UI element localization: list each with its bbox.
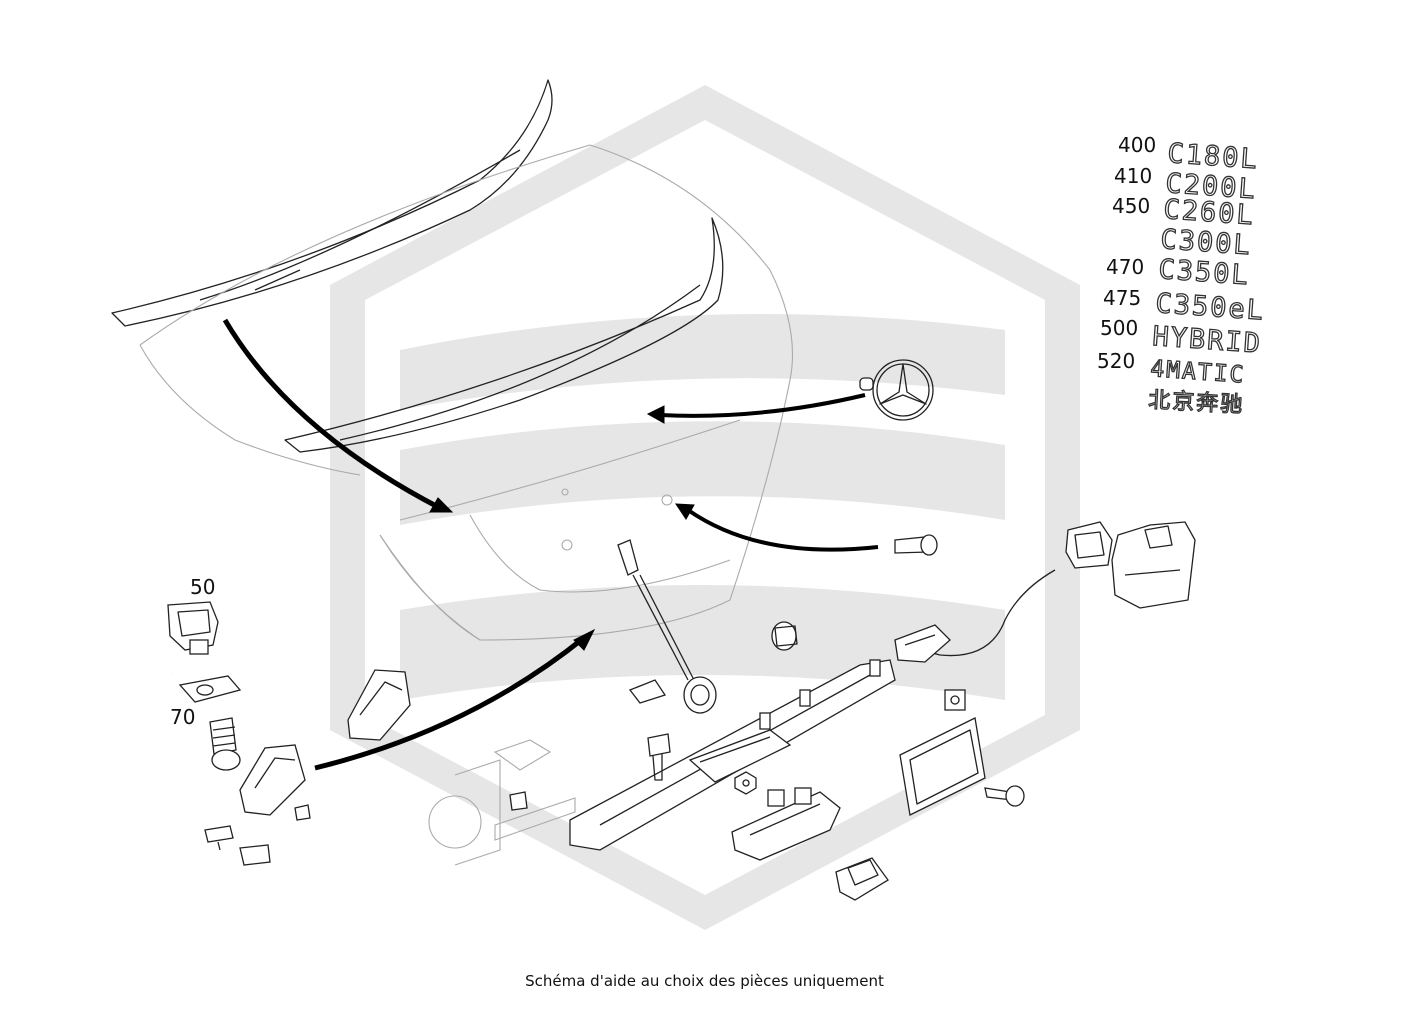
trunk-lock-actuator — [914, 521, 1196, 657]
trunk-latch — [347, 669, 411, 741]
callout-500: 500 — [1100, 316, 1138, 340]
badge-c300l: C300L — [1160, 224, 1253, 261]
rear-spoiler — [111, 79, 553, 327]
lid-spoiler — [284, 217, 724, 453]
callout-475: 475 — [1103, 286, 1141, 310]
callout-410: 410 — [1114, 164, 1152, 188]
rear-camera — [835, 857, 889, 901]
arrows — [222, 318, 879, 771]
part-50-latch-switch: 50 — [167, 575, 219, 655]
model-badges: 400 C180L 410 C200L 450 C260L C300L 470 … — [1097, 133, 1267, 419]
badge-c260l: C260L — [1163, 194, 1256, 231]
callout-70: 70 — [170, 705, 195, 729]
trunk-trim-strip — [569, 659, 896, 851]
trunk-handle-switch — [731, 787, 841, 861]
badge-c350el: C350eL — [1155, 288, 1266, 327]
badge-4matic: 4MATIC — [1150, 356, 1247, 389]
callout-450: 450 — [1112, 194, 1150, 218]
bowden-cable — [93, 670, 251, 812]
badge-c180l: C180L — [1167, 138, 1260, 175]
callout-520: 520 — [1097, 349, 1135, 373]
callout-50: 50 — [190, 575, 215, 599]
bolt — [984, 785, 1025, 807]
spring-fastener — [209, 717, 241, 771]
badge-hybrid: HYBRID — [1152, 321, 1263, 360]
hinge-latch — [894, 624, 951, 663]
rubber-plug — [894, 534, 938, 556]
nut — [734, 771, 757, 795]
callout-470: 470 — [1106, 255, 1144, 279]
badge-c350l: C350L — [1158, 254, 1251, 291]
foam-tape — [428, 739, 576, 866]
screws — [204, 791, 528, 866]
caption: Schéma d'aide au choix des pièces unique… — [525, 972, 884, 990]
badge-c200l: C200L — [1165, 168, 1258, 205]
license-plate-bracket — [899, 689, 986, 816]
push-fastener — [647, 733, 671, 781]
part-70-bracket: 70 — [170, 675, 242, 729]
latch-actuator-left — [239, 744, 306, 816]
mercedes-star-emblem — [859, 359, 934, 421]
release-rod — [617, 539, 717, 714]
clip — [771, 621, 798, 651]
small-bracket — [628, 679, 667, 704]
badge-beijing-benz: 北京奔驰 — [1148, 388, 1245, 418]
callout-400: 400 — [1118, 133, 1156, 157]
